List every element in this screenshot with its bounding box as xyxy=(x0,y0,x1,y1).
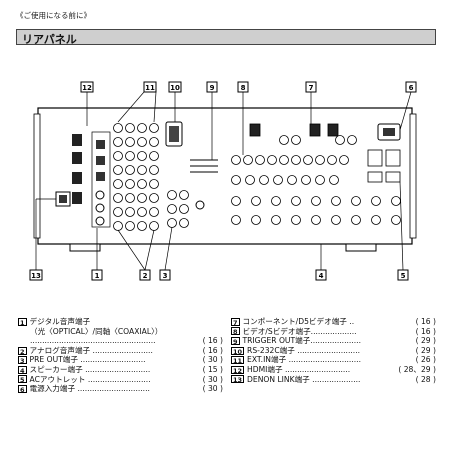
pre-out-connectors xyxy=(167,190,189,228)
callout-11: 11 xyxy=(145,84,155,92)
callout-12: 12 xyxy=(82,84,92,92)
foot-right xyxy=(345,243,377,252)
hdmi-connectors xyxy=(72,134,82,204)
legend-item: （光〈OPTICAL〉/同軸〈COAXIAL〉） xyxy=(30,326,163,336)
trigger-out xyxy=(190,159,218,173)
callout-10: 10 xyxy=(170,84,180,92)
ac-outlets xyxy=(367,149,401,183)
ac-inlet xyxy=(377,123,401,141)
callout-5: 5 xyxy=(401,272,406,280)
callout-13: 13 xyxy=(31,272,41,280)
legend-item: ........................................… xyxy=(30,336,223,346)
callout-8: 8 xyxy=(241,84,246,92)
digital-audio-connectors xyxy=(91,131,111,228)
legend-number: 1 xyxy=(18,317,27,327)
breadcrumb: 《ご使用になる前に》 xyxy=(16,11,91,20)
section-header: リアパネル xyxy=(16,29,436,46)
page-title: リアパネル xyxy=(22,33,77,46)
callout-9: 9 xyxy=(210,84,215,92)
rs232c-port xyxy=(165,121,183,147)
callout-2: 2 xyxy=(143,272,148,280)
callout-4: 4 xyxy=(319,272,324,280)
foot-left xyxy=(69,243,101,252)
video-connectors xyxy=(231,123,357,185)
leader-lines xyxy=(35,91,412,271)
callouts: 12 11 10 9 8 7 6 13 1 2 3 4 5 xyxy=(29,81,417,281)
analog-audio-grid xyxy=(113,123,159,231)
rear-panel-diagram: 12 11 10 9 8 7 6 13 1 2 3 4 5 xyxy=(29,81,417,281)
callout-7: 7 xyxy=(309,84,314,92)
speaker-terminals xyxy=(231,196,401,225)
callout-3: 3 xyxy=(163,272,168,280)
callout-1: 1 xyxy=(95,272,100,280)
callout-6: 6 xyxy=(409,84,414,92)
